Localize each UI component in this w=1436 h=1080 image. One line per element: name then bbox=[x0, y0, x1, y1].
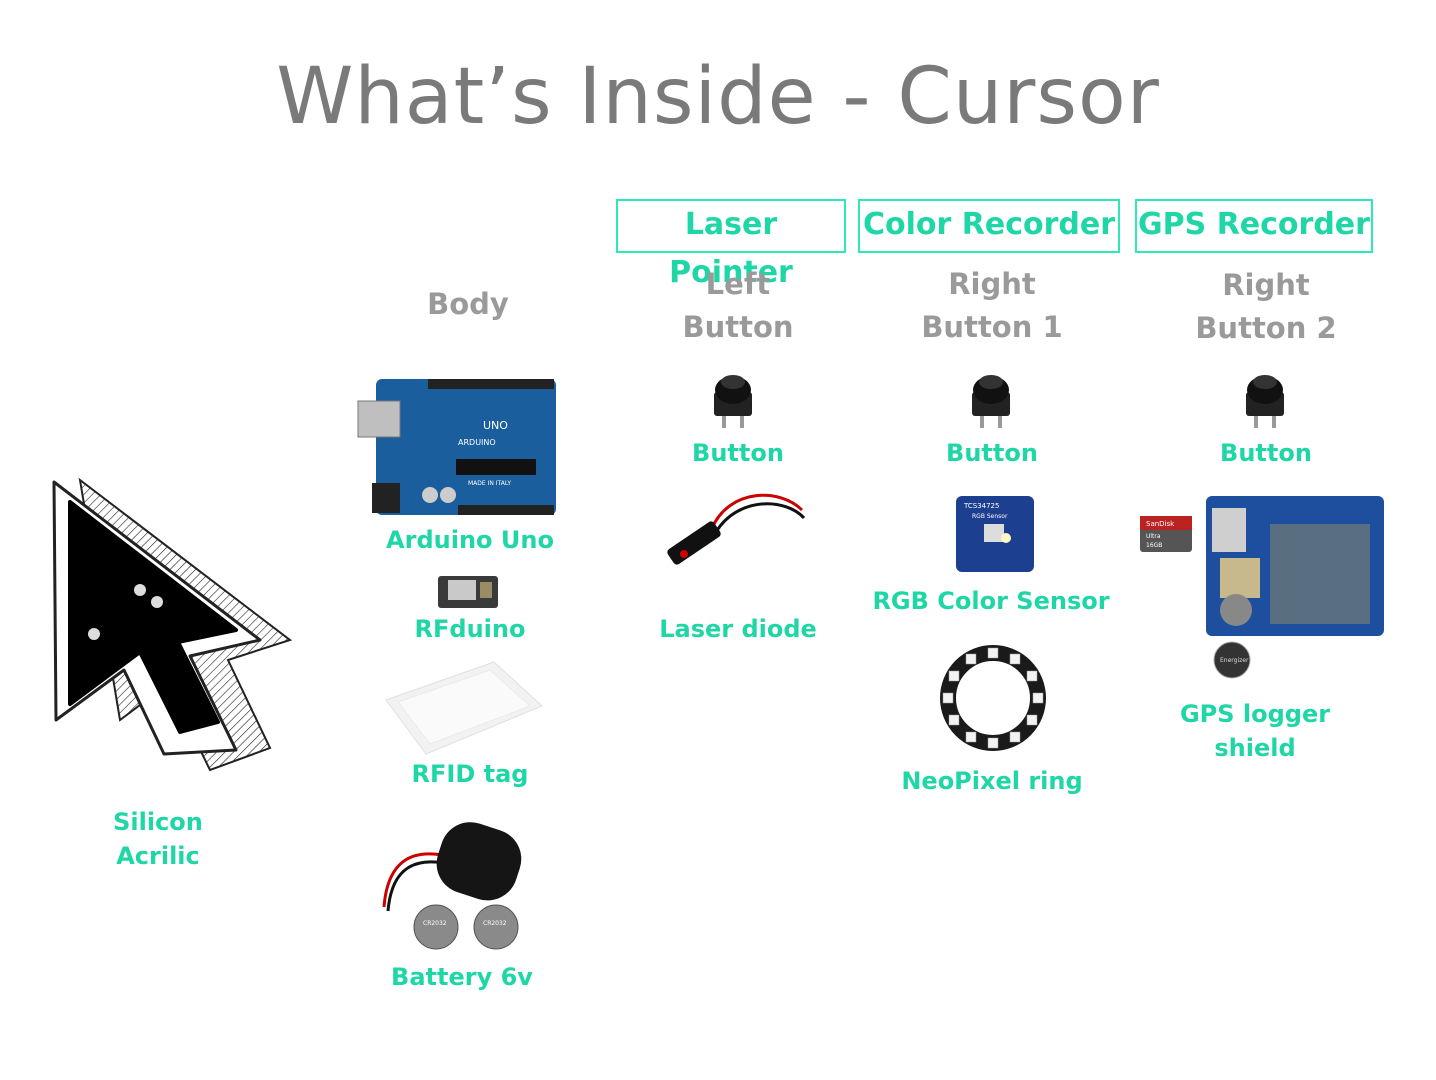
label-arduino-uno: Arduino Uno bbox=[386, 526, 554, 554]
label-button-right-2: Button bbox=[1220, 439, 1312, 467]
push-button-image-right-1 bbox=[972, 375, 1010, 428]
column-header-right-button-1: Right Button 1 bbox=[921, 267, 1063, 344]
feature-laser-pointer: Laser Pointer bbox=[616, 199, 846, 290]
label-button-right-1: Button bbox=[946, 439, 1038, 467]
rgb-sensor-image: TCS34725 RGB Sensor bbox=[956, 496, 1034, 572]
label-silicon-acrilic: Silicon Acrilic bbox=[113, 808, 203, 870]
label-rfduino: RFduino bbox=[414, 615, 526, 643]
feature-gps-recorder: GPS Recorder bbox=[1135, 199, 1373, 253]
label-rgb-sensor: RGB Color Sensor bbox=[872, 587, 1110, 615]
sd-size-text: 16GB bbox=[1146, 542, 1162, 549]
laser-diode-image bbox=[667, 493, 806, 565]
neopixel-ring-image bbox=[940, 645, 1046, 751]
sensor-chip-text: TCS34725 bbox=[963, 502, 999, 510]
push-button-image-right-2 bbox=[1246, 375, 1284, 428]
feature-color-recorder: Color Recorder bbox=[858, 199, 1120, 253]
column-header-left-button: Left Button bbox=[682, 267, 794, 344]
rfduino-image bbox=[438, 576, 498, 608]
sensor-name-text: RGB Sensor bbox=[972, 513, 1008, 520]
label-battery: Battery 6v bbox=[391, 963, 533, 991]
sd-model-text: Ultra bbox=[1146, 533, 1161, 540]
arduino-made-text: MADE IN ITALY bbox=[468, 480, 511, 487]
arduino-brand-text: ARDUINO bbox=[458, 438, 496, 447]
arduino-uno-image: UNO ARDUINO MADE IN ITALY bbox=[357, 379, 556, 515]
coin-cell-brand-text: Energizer bbox=[1220, 657, 1249, 664]
cursor-illustration bbox=[52, 477, 293, 772]
push-button-image-left bbox=[714, 375, 752, 428]
coin-cell-model-text: CR2032 bbox=[423, 920, 447, 927]
sd-brand-text: SanDisk bbox=[1146, 520, 1175, 528]
led-dot bbox=[151, 596, 163, 608]
coin-cell-model-text: CR2032 bbox=[483, 920, 507, 927]
arduino-logo-text: UNO bbox=[483, 419, 508, 432]
label-laser-diode: Laser diode bbox=[659, 615, 817, 643]
label-rfid-tag: RFID tag bbox=[411, 760, 529, 788]
led-dot bbox=[134, 584, 146, 596]
column-header-right-button-2: Right Button 2 bbox=[1195, 268, 1337, 345]
gps-logger-shield-image: SanDisk Ultra 16GB Energizer bbox=[1140, 496, 1384, 679]
slide-title: What’s Inside - Cursor bbox=[276, 52, 1160, 142]
label-neopixel-ring: NeoPixel ring bbox=[901, 767, 1083, 795]
rfid-tag-image bbox=[385, 661, 543, 755]
led-dot bbox=[88, 628, 100, 640]
battery-image: CR2032 CR2032 bbox=[382, 822, 522, 950]
label-button-left: Button bbox=[692, 439, 784, 467]
column-header-body: Body bbox=[427, 287, 509, 321]
label-gps-logger: GPS logger shield bbox=[1179, 700, 1331, 762]
